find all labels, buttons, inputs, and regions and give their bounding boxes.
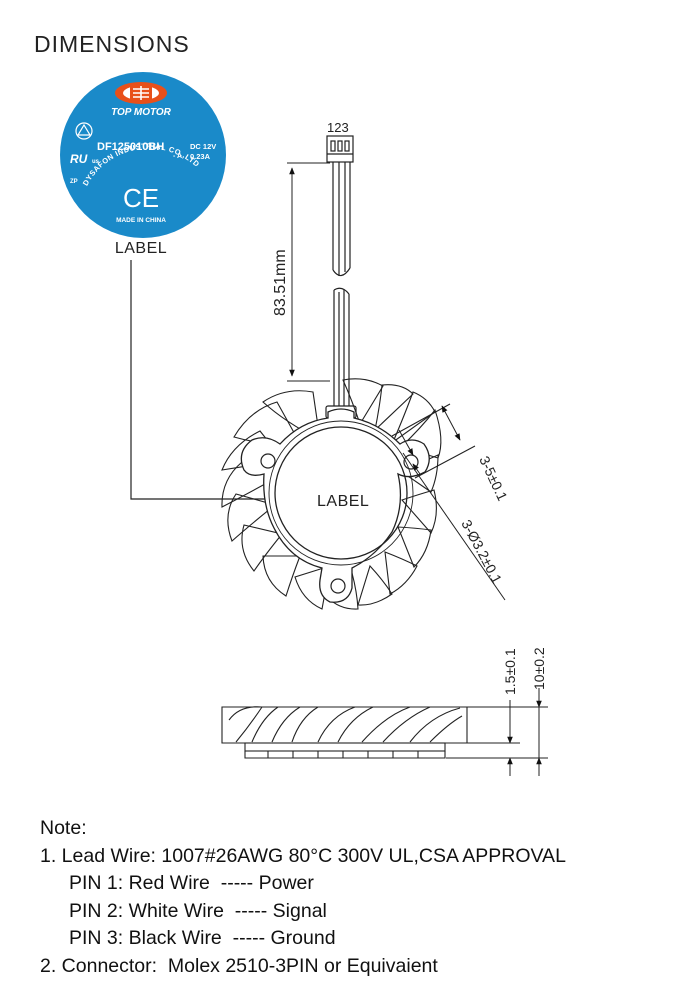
note-pin-2: PIN 2: White Wire ----- Signal <box>69 899 327 922</box>
svg-text:RU: RU <box>70 152 88 166</box>
front-view <box>221 135 442 610</box>
fan-hub-outline <box>240 408 430 603</box>
connector-pin-numbers: 123 <box>327 120 349 135</box>
hole-dimension-text: 3-Ø3.2±0.1 <box>458 517 505 586</box>
current-rating: 0.23A <box>190 152 211 161</box>
ce-mark: CE <box>123 183 159 213</box>
model-suffix: - A <box>173 153 182 160</box>
note-pin-1: PIN 1: Red Wire ----- Power <box>69 872 314 894</box>
hub-height-text: 1.5±0.1 <box>502 648 518 695</box>
zp-mark: ZP <box>70 179 78 185</box>
slot-dimension <box>391 403 476 479</box>
hub-label: LABEL <box>317 493 369 510</box>
side-view <box>221 706 468 759</box>
model-number: DF125010BH <box>97 141 164 153</box>
hole-dimension <box>402 452 506 601</box>
label-sticker: TOP MOTOR DF125010BH - A DC 12V 0.23A RU… <box>60 72 226 257</box>
voltage-rating: DC 12V <box>190 142 216 151</box>
mounting-hole-3 <box>330 578 346 594</box>
fan-blades <box>221 378 442 610</box>
height-dimensions <box>446 688 548 776</box>
note-lead-wire: 1. Lead Wire: 1007#26AWG 80°C 300V UL,CS… <box>40 844 566 867</box>
triangle-ground-icon <box>75 122 93 140</box>
ul-mark-icon: RU <box>70 152 88 166</box>
made-in: MADE IN CHINA <box>116 217 166 224</box>
label-disc <box>60 72 226 238</box>
lead-length-text: 83.51mm <box>272 249 289 316</box>
page-title: DIMENSIONS <box>34 31 190 57</box>
slot-dimension-text: 3-5±0.1 <box>476 454 511 504</box>
label-caption: LABEL <box>115 240 167 257</box>
brand-logo-icon <box>115 82 167 104</box>
note-connector: 2. Connector: Molex 2510-3PIN or Equivai… <box>40 954 438 977</box>
mounting-hole-1 <box>260 453 276 469</box>
brand-name: TOP MOTOR <box>111 107 172 118</box>
notes-heading: Note: <box>40 817 87 839</box>
notes-section: Note: 1. Lead Wire: 1007#26AWG 80°C 300V… <box>40 815 680 980</box>
ul-us: us <box>92 159 100 165</box>
lead-length-dimension <box>287 162 330 382</box>
total-height-text: 10±0.2 <box>531 647 547 690</box>
note-pin-3: PIN 3: Black Wire ----- Ground <box>69 927 336 949</box>
